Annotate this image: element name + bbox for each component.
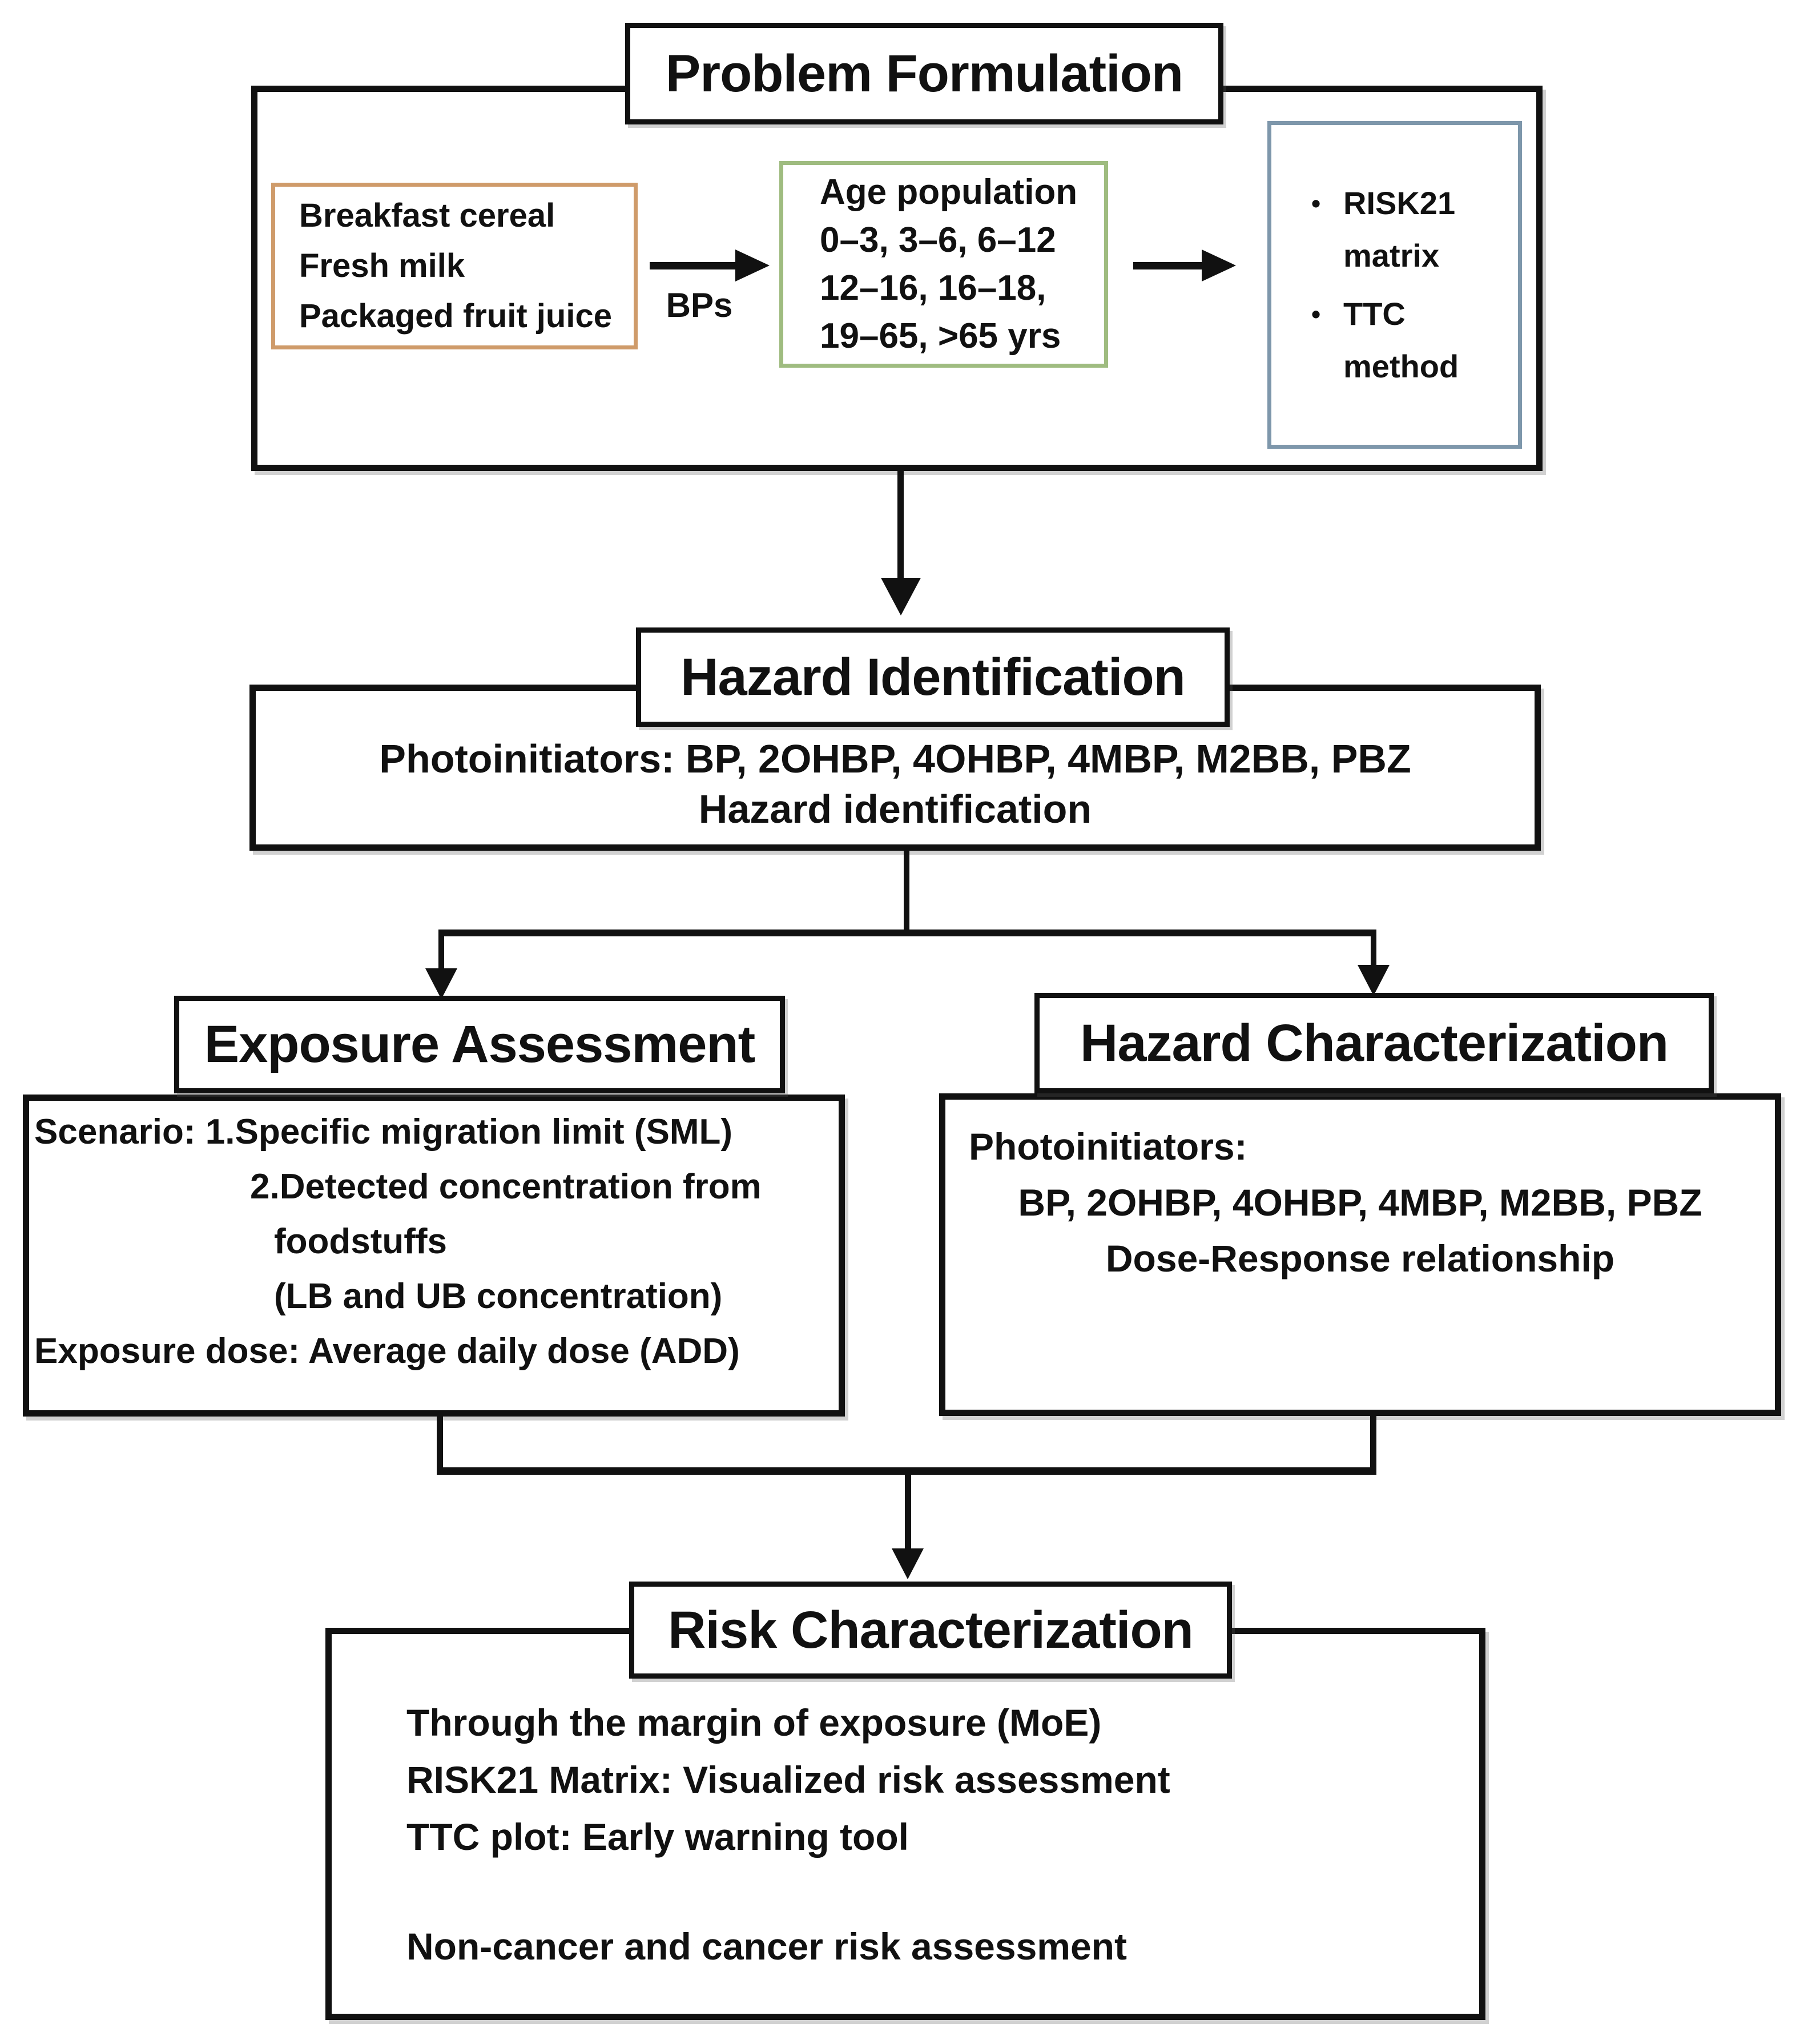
exposure-assessment-title-box: Exposure Assessment xyxy=(174,996,785,1093)
age-line: 12–16, 16–18, xyxy=(820,268,1046,308)
arrow-down-icon xyxy=(1358,965,1390,996)
hazard-characterization-title-box: Hazard Characterization xyxy=(1034,993,1714,1093)
age-line: Age population xyxy=(820,172,1078,212)
arrow-down-icon xyxy=(892,1548,924,1579)
branch-right-stem xyxy=(1371,930,1376,967)
arrow-down-icon xyxy=(881,578,921,615)
arrow-right-icon xyxy=(1202,250,1236,281)
hazard-identification-text: Photoinitiators: BP, 2OHBP, 4OHBP, 4MBP,… xyxy=(263,685,1528,834)
hc-line: Dose-Response relationship xyxy=(1105,1237,1615,1279)
exposure-assessment-title: Exposure Assessment xyxy=(204,1015,755,1073)
branch-left-stem xyxy=(438,930,444,971)
hi-line: Photoinitiators: BP, 2OHBP, 4OHBP, 4MBP,… xyxy=(379,737,1411,781)
hazard-characterization-text: Photoinitiators: BP, 2OHBP, 4OHBP, 4MBP,… xyxy=(939,1093,1781,1286)
rc-line: RISK21 Matrix: Visualized risk assessmen… xyxy=(406,1759,1170,1801)
ea-line: Exposure dose: Average daily dose (ADD) xyxy=(34,1331,740,1371)
merge-horizontal-bar xyxy=(437,1467,1376,1475)
age-line: 19–65, >65 yrs xyxy=(820,316,1061,356)
bullet-icon: • xyxy=(1311,299,1321,329)
merge-center-stem xyxy=(905,1475,911,1550)
hazard-characterization-title: Hazard Characterization xyxy=(1080,1013,1669,1072)
methods-item-label: TTC method xyxy=(1343,296,1459,384)
ea-line: Scenario: 1.Specific migration limit (SM… xyxy=(34,1112,732,1152)
hc-line: BP, 2OHBP, 4OHBP, 4MBP, M2BB, PBZ xyxy=(1018,1181,1702,1224)
branch-horizontal-bar xyxy=(441,930,1376,936)
list-item: • TTC method xyxy=(1288,288,1518,393)
ea-line: (LB and UB concentration) xyxy=(274,1277,723,1316)
risk-characterization-text: Through the margin of exposure (MoE) RIS… xyxy=(325,1628,1485,1975)
arrow-down-icon xyxy=(425,968,457,999)
methods-item-label: RISK21 matrix xyxy=(1343,185,1456,273)
foods-line: Breakfast cereal xyxy=(299,197,555,234)
age-population-box: Age population 0–3, 3–6, 6–12 12–16, 16–… xyxy=(779,161,1108,368)
rc-line: TTC plot: Early warning tool xyxy=(406,1816,909,1858)
problem-formulation-title: Problem Formulation xyxy=(665,44,1183,103)
exposure-assessment-container xyxy=(23,1095,845,1417)
arrow-right-icon xyxy=(735,250,770,281)
exposure-assessment-text: Scenario: 1.Specific migration limit (SM… xyxy=(23,1095,845,1379)
problem-formulation-title-box: Problem Formulation xyxy=(625,23,1223,124)
hazard-characterization-container xyxy=(939,1093,1781,1416)
arrow-foods-to-age-shaft xyxy=(650,262,736,269)
bps-label: BPs xyxy=(666,286,733,324)
methods-box: • RISK21 matrix • TTC method xyxy=(1267,121,1522,449)
bullet-icon: • xyxy=(1311,188,1321,218)
foods-line: Fresh milk xyxy=(299,247,465,284)
risk-characterization-container xyxy=(325,1628,1485,2020)
arrow-age-to-methods-shaft xyxy=(1133,262,1203,269)
hc-line: Photoinitiators: xyxy=(969,1125,1247,1168)
merge-left-stem xyxy=(437,1417,443,1475)
foods-line: Packaged fruit juice xyxy=(299,297,612,335)
hi-line: Hazard identification xyxy=(698,787,1092,831)
list-item: • RISK21 matrix xyxy=(1288,177,1518,282)
merge-right-stem xyxy=(1370,1416,1376,1475)
rc-line: Through the margin of exposure (MoE) xyxy=(406,1701,1102,1744)
hazard-identification-title: Hazard Identification xyxy=(680,647,1186,706)
ea-line: foodstuffs xyxy=(274,1222,448,1261)
rc-line: Non-cancer and cancer risk assessment xyxy=(406,1925,1127,1967)
rc-blank-line xyxy=(406,1865,1463,1918)
arrow-pf-to-hi-shaft xyxy=(897,471,904,580)
branch-stem xyxy=(904,851,909,935)
hazard-identification-title-box: Hazard Identification xyxy=(636,627,1230,727)
foods-box: Breakfast cereal Fresh milk Packaged fru… xyxy=(271,183,638,349)
risk-characterization-title-box: Risk Characterization xyxy=(629,1582,1232,1679)
ea-line: 2.Detected concentration from xyxy=(250,1167,762,1206)
risk-characterization-title: Risk Characterization xyxy=(668,1600,1194,1659)
age-line: 0–3, 3–6, 6–12 xyxy=(820,220,1056,260)
methods-list: • RISK21 matrix • TTC method xyxy=(1271,177,1518,393)
